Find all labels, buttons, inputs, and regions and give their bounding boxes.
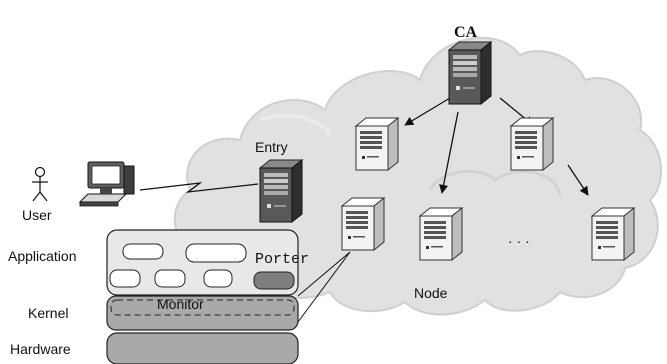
app-block	[109, 269, 141, 288]
kernel-label: Kernel	[28, 305, 68, 321]
server-icon	[591, 207, 635, 261]
node-software-stack: Porter Monitor	[106, 229, 309, 364]
porter-block	[253, 271, 295, 290]
server-icon	[355, 117, 399, 171]
app-block	[185, 243, 247, 263]
hardware-label: Hardware	[10, 341, 71, 357]
application-label: Application	[8, 248, 77, 264]
kernel-layer	[106, 295, 299, 331]
server-icon	[419, 207, 463, 261]
ca-label: CA	[454, 24, 478, 41]
computer-icon	[79, 161, 135, 207]
network-link	[139, 182, 259, 193]
entry-label: Entry	[255, 139, 288, 155]
app-block	[154, 269, 186, 288]
monitor-label: Monitor	[157, 296, 204, 312]
arrow-icon	[439, 111, 459, 194]
ca-server-icon	[448, 41, 492, 105]
monitor-block	[110, 299, 295, 316]
zoom-line	[297, 251, 351, 323]
porter-label: Porter	[255, 251, 309, 268]
hardware-layer	[106, 332, 299, 364]
server-icon	[341, 197, 385, 251]
zoom-line	[297, 251, 351, 297]
arrow-icon	[567, 164, 589, 196]
node-label: Node	[414, 285, 448, 301]
entry-server-icon	[259, 159, 303, 223]
app-block	[203, 269, 233, 288]
arrow-icon	[404, 97, 451, 126]
user-stick-figure-icon	[32, 166, 48, 202]
app-block	[122, 243, 164, 260]
server-icon	[510, 117, 554, 171]
ellipsis-label: · · ·	[508, 233, 530, 249]
user-label: User	[22, 207, 52, 223]
